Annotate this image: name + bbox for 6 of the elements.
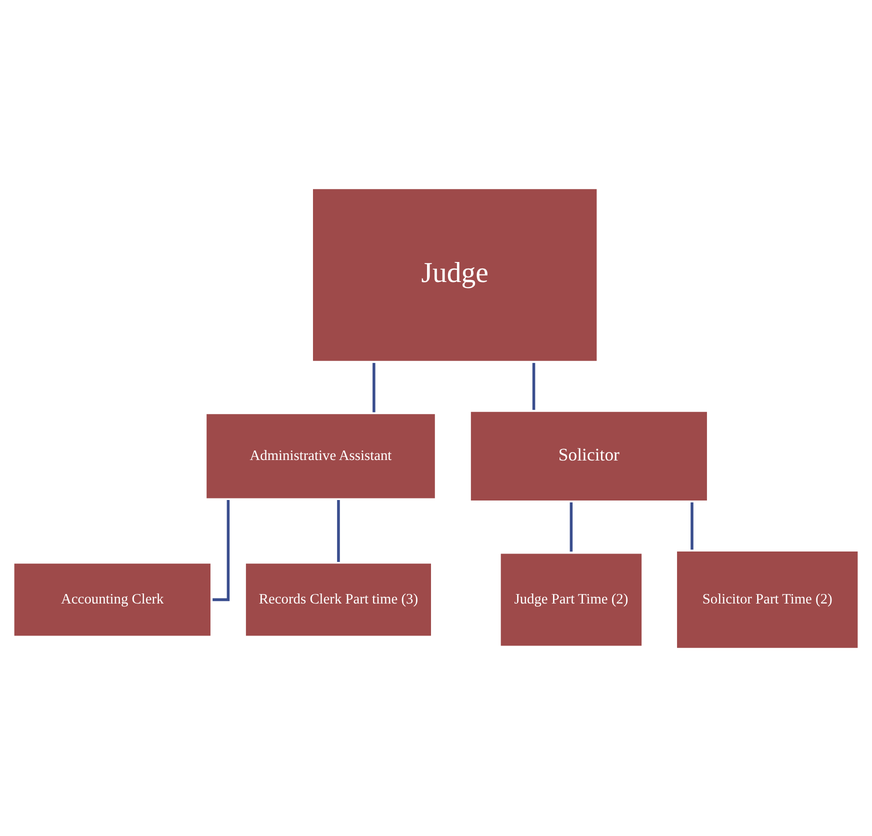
connector: [570, 502, 573, 552]
connector: [337, 500, 340, 562]
connector: [532, 362, 536, 410]
connector: [212, 500, 230, 601]
connector: [690, 502, 694, 550]
connector: [372, 362, 376, 412]
